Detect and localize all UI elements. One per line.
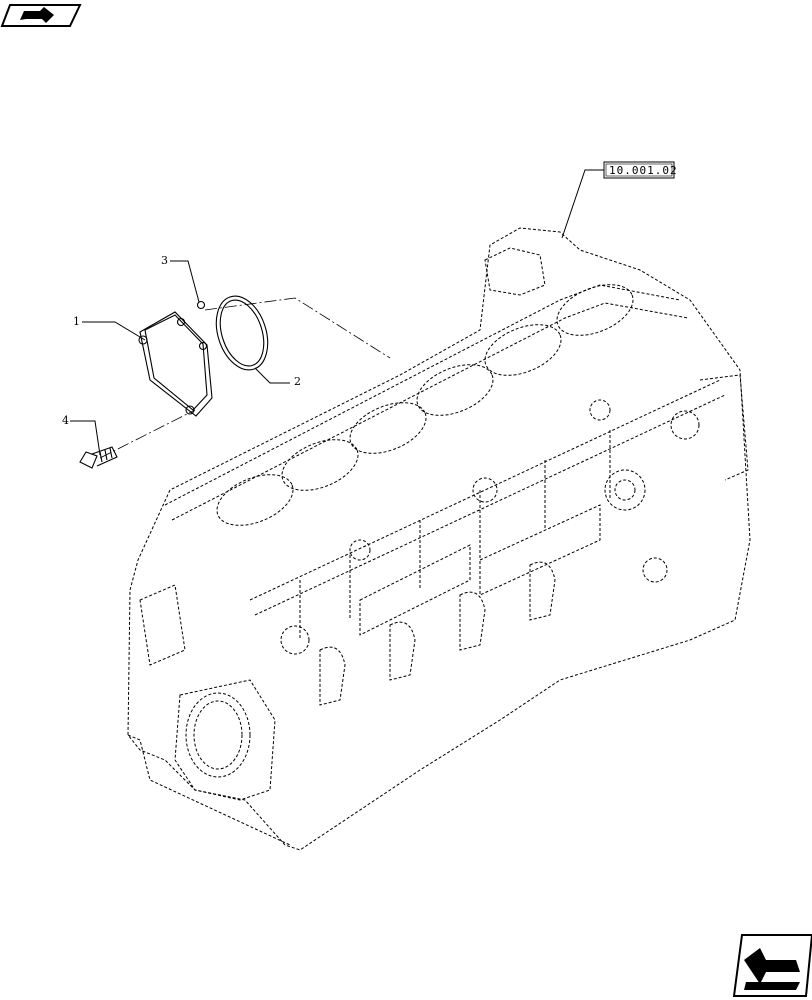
svg-text:2: 2 [294, 375, 301, 388]
bolt-centerline [99, 409, 196, 459]
next-page-arrow-icon[interactable] [732, 934, 812, 997]
callout-4[interactable]: 4 [62, 414, 101, 456]
svg-text:4: 4 [62, 414, 69, 427]
callout-1[interactable]: 1 [73, 315, 146, 341]
engine-block [127, 227, 751, 851]
cover-plate [138, 311, 213, 417]
reference-label: 10.001.02 [609, 164, 678, 177]
o-ring [215, 295, 269, 371]
svg-text:3: 3 [161, 254, 168, 267]
assembly-centerline [204, 297, 391, 359]
callout-2[interactable]: 2 [254, 367, 301, 388]
callout-3[interactable]: 3 [161, 254, 200, 303]
flange-bolt [79, 446, 118, 469]
small-ring [196, 300, 206, 310]
book-arrow-icon[interactable] [0, 4, 82, 27]
reference-tag[interactable]: 10.001.02 [561, 161, 678, 239]
svg-text:1: 1 [73, 315, 80, 328]
